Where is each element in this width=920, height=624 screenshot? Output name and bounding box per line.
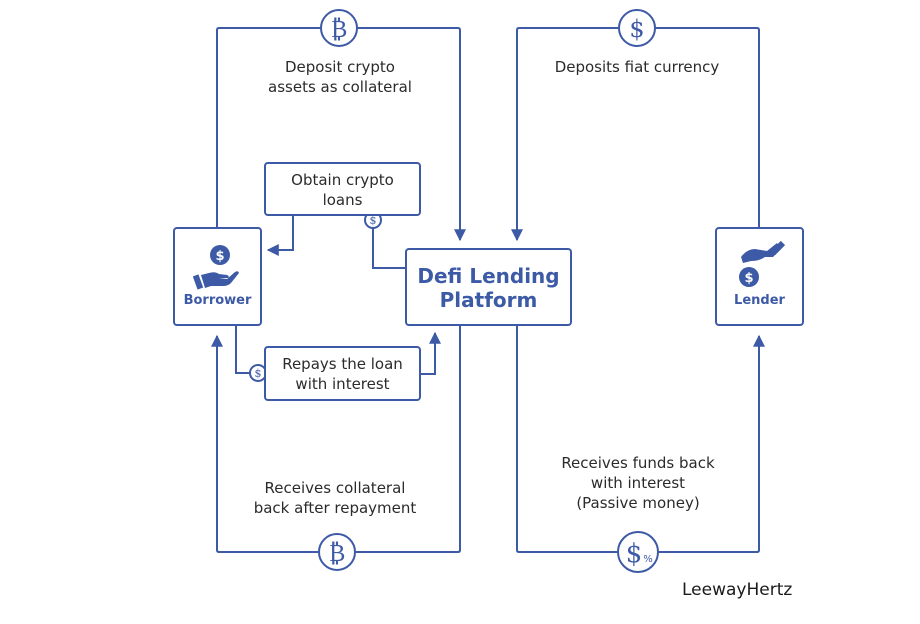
receive-funds-line <box>516 325 765 553</box>
brand-logo: LeewayHertz <box>682 580 793 600</box>
repay-link <box>235 325 250 374</box>
coin-deposit-fiat <box>618 9 656 47</box>
svg-text:$: $ <box>215 249 224 264</box>
platform-label: Defi Lending Platform <box>417 264 560 312</box>
borrower-label: Borrower <box>183 293 252 308</box>
obtain-loans-node: Obtain crypto loans <box>264 162 421 216</box>
deposit-fiat-label: Deposits fiat currency <box>554 58 720 76</box>
coin-receive-funds <box>617 531 659 573</box>
deposit-collateral-label: Deposit crypto assets as collateral <box>268 58 412 96</box>
coin-deposit-collateral <box>320 9 358 47</box>
receive-funds-label: Receives funds back with interest (Passi… <box>561 454 715 512</box>
lender-node: $ Lender <box>715 227 804 326</box>
dollar-percent-icon: $ <box>626 539 643 569</box>
obtain-loans-arrow <box>266 214 294 256</box>
obtain-loans-link <box>372 228 406 269</box>
coin-receive-collateral <box>318 533 356 571</box>
repay-loan-node: Repays the loan with interest <box>264 346 421 401</box>
percent-icon: % <box>643 554 653 565</box>
hand-receiving-coin-icon: $ <box>193 245 239 290</box>
hand-giving-coin-icon: $ <box>739 240 786 287</box>
bitcoin-icon: ₿ <box>329 539 346 567</box>
repay-loan-label: Repays the loan with interest <box>282 355 403 393</box>
obtain-loans-label: Obtain crypto loans <box>291 171 394 209</box>
dollar-icon: $ <box>370 214 377 227</box>
borrower-node: $ Borrower <box>173 227 262 326</box>
dollar-icon: $ <box>629 15 644 43</box>
dollar-icon: $ <box>255 367 262 380</box>
platform-node: Defi Lending Platform <box>405 248 572 326</box>
svg-text:$: $ <box>744 271 753 286</box>
repay-arrow <box>420 331 441 375</box>
lender-label: Lender <box>734 293 785 308</box>
bitcoin-icon: ₿ <box>331 15 348 43</box>
receive-collateral-label: Receives collateral back after repayment <box>253 479 417 517</box>
